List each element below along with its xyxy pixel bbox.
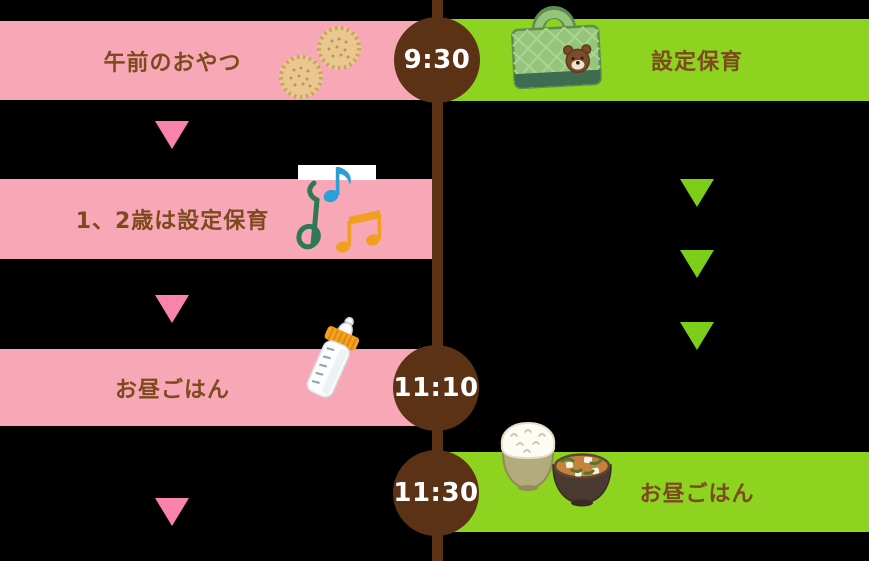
left-band-morning-snack: 午前のおやつ	[0, 21, 437, 100]
down-arrow-icon	[155, 498, 189, 526]
miso-soup-bowl	[552, 453, 612, 507]
cookies-icon	[279, 26, 361, 99]
orange-beamed-notes	[336, 210, 382, 253]
treble-clef	[296, 180, 321, 250]
rice-and-miso-soup-icon	[500, 421, 612, 507]
time-badge-1110: 11:10	[393, 345, 479, 431]
band-label: 設定保育	[650, 50, 743, 75]
blue-eighth-note	[323, 167, 351, 203]
band-label: お昼ごはん	[114, 377, 230, 403]
music-notes-icon	[296, 165, 382, 253]
time-badge-1130: 11:30	[393, 450, 479, 536]
down-arrow-icon	[680, 250, 714, 278]
band-label: 1、2歳は設定保育	[75, 209, 270, 234]
band-label: お昼ごはん	[639, 482, 755, 507]
down-arrow-icon	[680, 179, 714, 207]
baby-bottle-icon	[306, 316, 360, 398]
down-arrow-icon	[155, 121, 189, 149]
timeline-line	[432, 0, 443, 561]
down-arrow-icon	[155, 295, 189, 323]
time-label: 11:30	[393, 478, 479, 508]
down-arrow-icon	[680, 322, 714, 350]
time-label: 11:10	[393, 373, 479, 403]
time-label: 9:30	[403, 45, 471, 75]
rice-bowl	[500, 421, 556, 491]
lesson-bag-icon	[511, 6, 602, 90]
left-band-lunch: お昼ごはん	[0, 349, 437, 426]
time-badge-930: 9:30	[394, 17, 480, 103]
band-label: 午前のおやつ	[103, 50, 242, 76]
right-band-structured-care: 設定保育	[437, 19, 869, 101]
bear-face	[562, 44, 592, 74]
